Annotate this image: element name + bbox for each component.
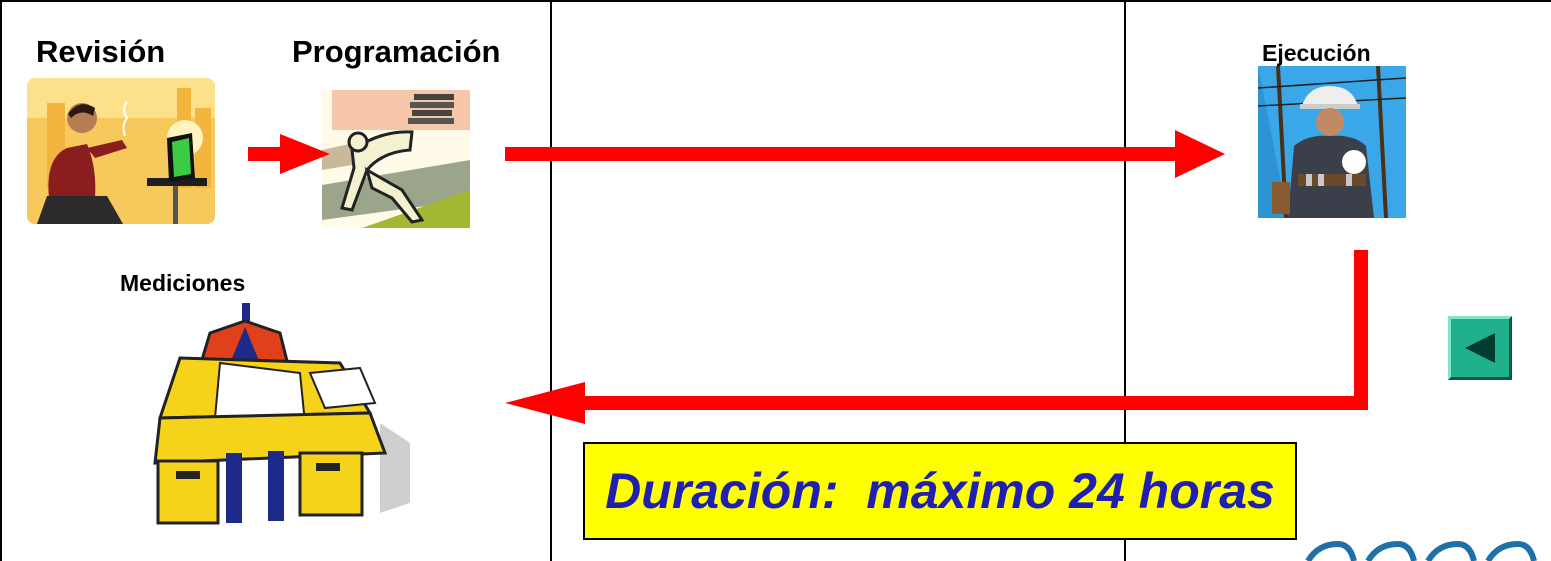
revision-label: Revisión <box>36 34 166 69</box>
left-border-line <box>0 0 2 561</box>
arrowhead-ejecucion <box>1175 130 1225 178</box>
programacion-illustration <box>322 90 470 228</box>
column-divider-2 <box>1124 0 1126 561</box>
arrow-ejecucion-down <box>1354 250 1368 410</box>
arrow-return-to-mediciones <box>580 396 1368 410</box>
arrow-revision-to-programacion <box>248 147 284 161</box>
arrow-programacion-to-ejecucion <box>505 147 1185 161</box>
arrowhead-mediciones <box>505 382 585 424</box>
revision-illustration <box>27 78 215 224</box>
ejecucion-label: Ejecución <box>1262 40 1371 66</box>
duration-banner: Duración: máximo 24 horas <box>583 442 1297 540</box>
ejecucion-illustration <box>1258 66 1406 218</box>
duration-text: Duración: máximo 24 horas <box>605 463 1275 519</box>
logo-fragment <box>1298 538 1551 561</box>
mediciones-illustration <box>150 303 412 525</box>
mediciones-label: Mediciones <box>120 270 246 296</box>
column-divider-1 <box>550 0 552 561</box>
back-button[interactable] <box>1448 316 1512 380</box>
triangle-left-icon <box>1465 333 1495 363</box>
arrowhead-programacion <box>280 134 330 174</box>
programacion-label: Programación <box>292 34 501 69</box>
top-border-line <box>0 0 1551 2</box>
